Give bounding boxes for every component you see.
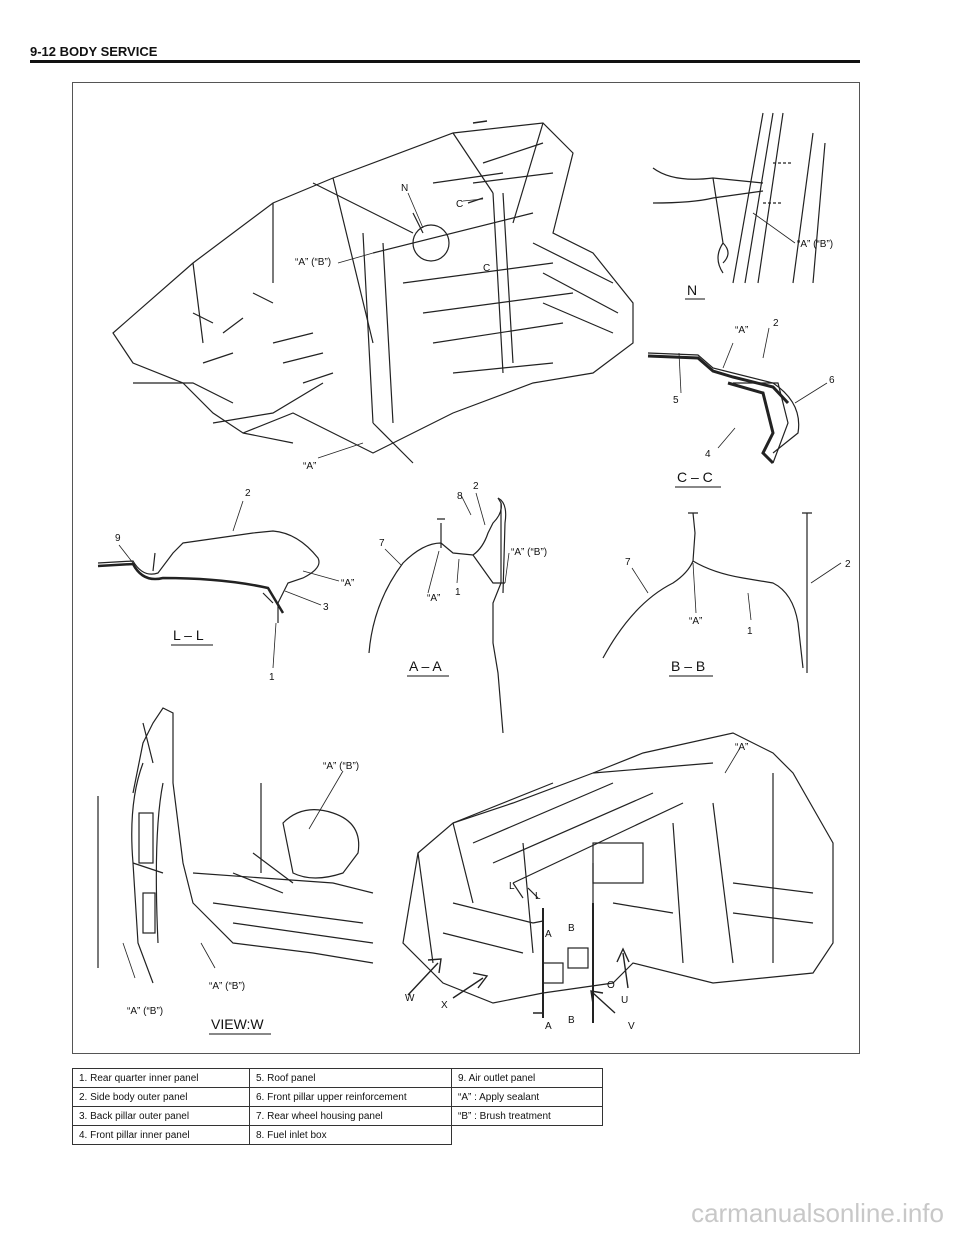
leader-lines	[118, 192, 842, 979]
front-body-shell-drawing	[112, 122, 634, 464]
label-7-bb: 7	[625, 557, 631, 568]
label-3-ll: 3	[323, 602, 329, 613]
label-b-lower: B	[568, 1015, 575, 1026]
label-1-ll: 1	[269, 672, 275, 683]
section-title-n: N	[687, 282, 697, 298]
legend-cell: 4. Front pillar inner panel	[72, 1125, 250, 1145]
label-8-aa: 8	[457, 491, 463, 502]
legend-row: 3. Back pillar outer panel 7. Rear wheel…	[72, 1106, 603, 1126]
label-6-cc: 6	[829, 375, 835, 386]
legend-cell: 5. Roof panel	[249, 1068, 452, 1088]
legend-cell-empty	[452, 1126, 603, 1145]
label-l-1: L	[509, 881, 515, 892]
legend-cell: 3. Back pillar outer panel	[72, 1106, 250, 1126]
section-title-ll: L – L	[173, 627, 204, 643]
label-ab-vieww-top: “A” (“B”)	[323, 761, 359, 772]
label-ab-front: “A” (“B”)	[295, 257, 331, 268]
legend-cell: 2. Side body outer panel	[72, 1087, 250, 1107]
legend-cell: 9. Air outlet panel	[451, 1068, 603, 1088]
section-bb-drawing	[602, 512, 812, 673]
label-1-bb: 1	[747, 626, 753, 637]
label-a-aa: “A”	[427, 593, 440, 604]
label-c-top: C	[456, 199, 463, 210]
parts-legend-table: 1. Rear quarter inner panel 5. Roof pane…	[72, 1068, 603, 1145]
label-5-cc: 5	[673, 395, 679, 406]
label-c-second: C	[483, 263, 490, 274]
legend-cell: “A” : Apply sealant	[451, 1087, 603, 1107]
label-a-cc: “A”	[735, 325, 748, 336]
label-9-ll: 9	[115, 533, 121, 544]
section-aa-drawing	[368, 497, 507, 734]
label-ab-aa: “A” (“B”)	[511, 547, 547, 558]
label-7-aa: 7	[379, 538, 385, 549]
label-u: U	[621, 995, 628, 1006]
label-a-rear: “A”	[735, 742, 748, 753]
section-title-aa: A – A	[409, 658, 442, 674]
section-title-bb: B – B	[671, 658, 705, 674]
label-ab-detail-n: “A” (“B”)	[797, 239, 833, 250]
legend-cell: 6. Front pillar upper reinforcement	[249, 1087, 452, 1107]
label-ab-vieww-left: “A” (“B”)	[127, 1006, 163, 1017]
legend-row: 2. Side body outer panel 6. Front pillar…	[72, 1087, 603, 1107]
section-title-vieww: VIEW:W	[211, 1016, 264, 1032]
detail-n-drawing	[652, 112, 826, 284]
label-v: V	[628, 1021, 635, 1032]
label-2-cc: 2	[773, 318, 779, 329]
label-n: N	[401, 183, 408, 194]
view-w-drawing	[97, 707, 374, 984]
legend-cell: “B” : Brush treatment	[451, 1106, 603, 1126]
legend-cell: 7. Rear wheel housing panel	[249, 1106, 452, 1126]
label-a-upper: A	[545, 929, 552, 940]
label-2-bb: 2	[845, 559, 851, 570]
label-x: X	[441, 1000, 448, 1011]
watermark: carmanualsonline.info	[691, 1198, 944, 1228]
section-cc-drawing	[647, 352, 800, 465]
label-a-bb: “A”	[689, 616, 702, 627]
label-b-upper: B	[568, 923, 575, 934]
label-l-2: L	[535, 891, 541, 902]
label-a-front: “A”	[303, 461, 316, 472]
diagram-figure: N C C “A” (“B”) “A” “A” (“B”) N “A” 2 6 …	[72, 82, 860, 1054]
legend-row: 4. Front pillar inner panel 8. Fuel inle…	[72, 1125, 603, 1145]
label-a-ll: “A”	[341, 578, 354, 589]
label-w: W	[405, 993, 415, 1004]
legend-cell: 8. Fuel inlet box	[249, 1125, 452, 1145]
label-a-lower: A	[545, 1021, 552, 1032]
section-ll-drawing	[97, 530, 320, 623]
section-title-cc: C – C	[677, 469, 713, 485]
label-2-aa: 2	[473, 481, 479, 492]
label-4-cc: 4	[705, 449, 711, 460]
view-arrows	[407, 120, 630, 1014]
label-2-ll: 2	[245, 488, 251, 499]
legend-cell: 1. Rear quarter inner panel	[72, 1068, 250, 1088]
body-sealant-diagram: N C C “A” (“B”) “A” “A” (“B”) N “A” 2 6 …	[97, 112, 851, 1035]
header-rule	[30, 60, 860, 63]
legend-row: 1. Rear quarter inner panel 5. Roof pane…	[72, 1068, 603, 1088]
page-header: 9-12 BODY SERVICE	[30, 44, 158, 59]
rear-body-shell-drawing	[402, 732, 834, 1023]
label-ab-vieww-mid: “A” (“B”)	[209, 981, 245, 992]
label-o: O	[607, 980, 615, 991]
label-1-aa: 1	[455, 587, 461, 598]
